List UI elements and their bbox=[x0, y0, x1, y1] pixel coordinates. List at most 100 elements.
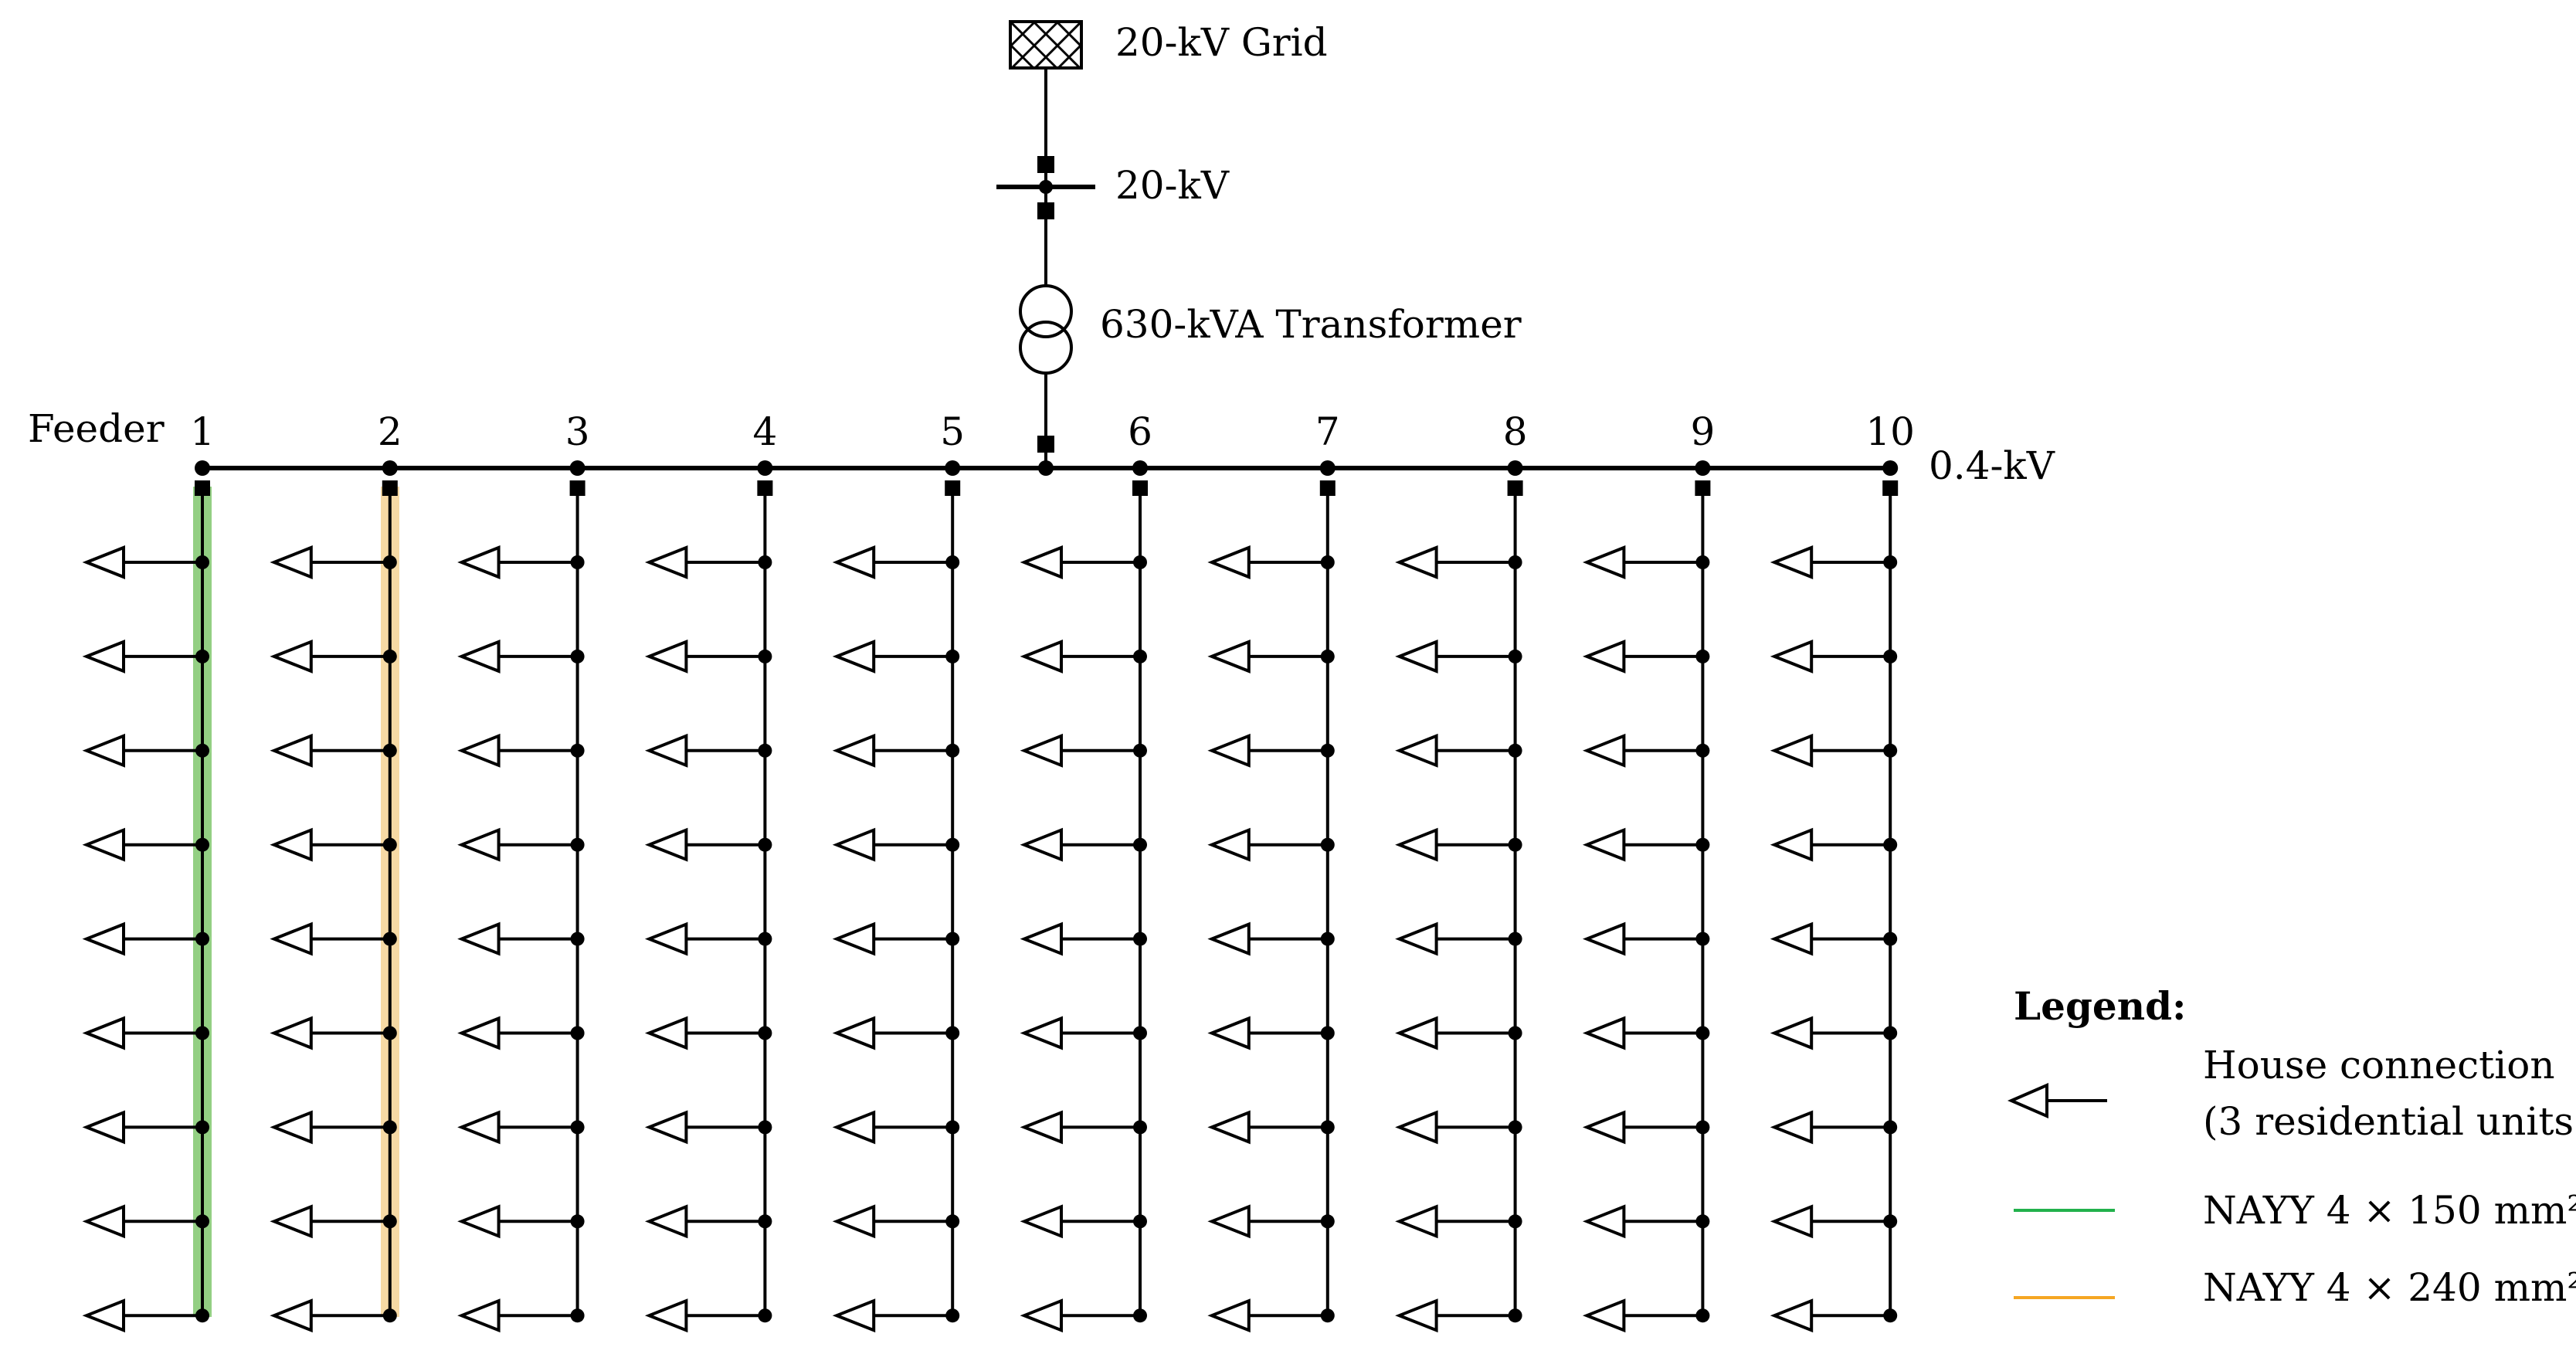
house-connection bbox=[1770, 1016, 1898, 1050]
house-connection bbox=[457, 545, 585, 579]
feeder-9: 9 bbox=[1582, 409, 1715, 1333]
house-connection-arrow-icon bbox=[82, 733, 125, 768]
house-connection-arrow-icon bbox=[1582, 639, 1626, 674]
house-connection-arrow-icon bbox=[1395, 921, 1438, 956]
house-connection bbox=[1020, 1298, 1147, 1333]
house-connection bbox=[82, 545, 209, 579]
house-connection bbox=[644, 827, 772, 862]
house-connection bbox=[1020, 733, 1147, 768]
house-connection-arrow-icon bbox=[1020, 1110, 1063, 1145]
house-connection-node bbox=[1133, 1026, 1147, 1040]
feeder-bus-node bbox=[382, 460, 398, 476]
house-connection-arrow-icon bbox=[832, 639, 876, 674]
house-connection-arrow-icon bbox=[82, 1204, 125, 1239]
house-connection-arrow-icon bbox=[1770, 921, 1814, 956]
house-connection-arrow-icon bbox=[82, 827, 125, 862]
house-connection-arrow-icon bbox=[270, 545, 313, 579]
house-connection-arrow-icon bbox=[1770, 639, 1814, 674]
house-connection-arrow-icon bbox=[1020, 733, 1063, 768]
house-connection-arrow-icon bbox=[1582, 1204, 1626, 1239]
house-connection bbox=[457, 639, 585, 674]
house-connection-node bbox=[758, 743, 772, 758]
house-connection-node bbox=[945, 1214, 960, 1229]
house-connection-node bbox=[1883, 1026, 1898, 1040]
mv-bus-switch-bottom bbox=[1037, 202, 1054, 219]
house-connection-arrow-icon bbox=[832, 1298, 876, 1333]
feeder-7: 7 bbox=[1207, 409, 1340, 1333]
house-connection-arrow-icon bbox=[644, 545, 688, 579]
house-connection-node bbox=[195, 1214, 209, 1229]
house-connection bbox=[1770, 1204, 1898, 1239]
house-connection-arrow-icon bbox=[1395, 1204, 1438, 1239]
house-connection-node bbox=[1883, 1214, 1898, 1229]
house-connection-arrow-icon bbox=[1395, 639, 1438, 674]
house-connection bbox=[1582, 733, 1710, 768]
house-connection-arrow-icon bbox=[457, 827, 501, 862]
house-connection bbox=[832, 827, 960, 862]
house-connection bbox=[1770, 1110, 1898, 1145]
house-connection-node bbox=[382, 837, 397, 852]
house-connection-node bbox=[1133, 1120, 1147, 1135]
house-connection-node bbox=[195, 649, 209, 663]
feeder-number-label: 5 bbox=[940, 409, 965, 454]
mv-bus: 20-kV bbox=[996, 156, 1230, 219]
house-connection-node bbox=[1133, 1214, 1147, 1229]
house-connection bbox=[832, 1110, 960, 1145]
house-connection bbox=[270, 1016, 397, 1050]
mv-bus-node bbox=[1039, 180, 1053, 194]
feeder-switch bbox=[1695, 480, 1711, 496]
legend-house-connection-line2: (3 residential units) bbox=[2203, 1099, 2576, 1144]
house-connection-node bbox=[570, 1120, 585, 1135]
house-connection-arrow-icon bbox=[82, 639, 125, 674]
house-connection-arrow-icon bbox=[1395, 1298, 1438, 1333]
house-connection bbox=[1020, 545, 1147, 579]
feeder-switch bbox=[569, 480, 585, 496]
house-connection-node bbox=[945, 837, 960, 852]
house-connection-arrow-icon bbox=[832, 921, 876, 956]
feeder-switch bbox=[1882, 480, 1899, 496]
house-connection-node bbox=[758, 1308, 772, 1323]
mv-bus-label: 20-kV bbox=[1115, 163, 1230, 208]
house-connection-arrow-icon bbox=[1582, 921, 1626, 956]
house-connection-node bbox=[1695, 743, 1710, 758]
house-connection-node bbox=[1133, 743, 1147, 758]
house-connection-arrow-icon bbox=[1395, 1110, 1438, 1145]
house-connection bbox=[1770, 827, 1898, 862]
house-connection bbox=[1395, 545, 1522, 579]
house-connection-node bbox=[1320, 1026, 1335, 1040]
house-connection bbox=[270, 733, 397, 768]
house-connection-node bbox=[570, 837, 585, 852]
house-connection bbox=[82, 827, 209, 862]
house-connection-node bbox=[758, 1026, 772, 1040]
house-connection-arrow-icon bbox=[832, 827, 876, 862]
feeder-number-label: 1 bbox=[190, 409, 215, 454]
feeder-number-label: 4 bbox=[752, 409, 777, 454]
house-connection-node bbox=[1883, 555, 1898, 569]
house-connection bbox=[644, 1016, 772, 1050]
house-connection bbox=[832, 921, 960, 956]
house-connection-arrow-icon bbox=[1395, 827, 1438, 862]
house-connection bbox=[1582, 827, 1710, 862]
house-connection-arrow-icon bbox=[1770, 1016, 1814, 1050]
legend-cable-240-label: NAYY 4 × 240 mm² bbox=[2203, 1265, 2576, 1310]
grid-symbol bbox=[1009, 20, 1083, 70]
house-connection-node bbox=[1320, 932, 1335, 946]
house-connection-arrow-icon bbox=[270, 639, 313, 674]
house-connection-node bbox=[1695, 649, 1710, 663]
house-connection-node bbox=[570, 649, 585, 663]
house-connection-arrow-icon bbox=[1207, 921, 1251, 956]
house-connection-arrow-icon bbox=[644, 733, 688, 768]
house-connection-arrow-icon bbox=[457, 1110, 501, 1145]
feeder-10: 10 bbox=[1770, 409, 1915, 1333]
feeder-switch bbox=[1132, 480, 1148, 496]
house-connection bbox=[832, 639, 960, 674]
house-connection bbox=[1770, 733, 1898, 768]
house-connection-arrow-icon bbox=[1770, 733, 1814, 768]
house-connection bbox=[270, 1298, 397, 1333]
lv-transformer-switch bbox=[1037, 436, 1054, 453]
feeder-heading: Feeder bbox=[28, 406, 165, 451]
legend-house-connection-line1: House connection bbox=[2203, 1043, 2555, 1088]
house-connection bbox=[270, 921, 397, 956]
